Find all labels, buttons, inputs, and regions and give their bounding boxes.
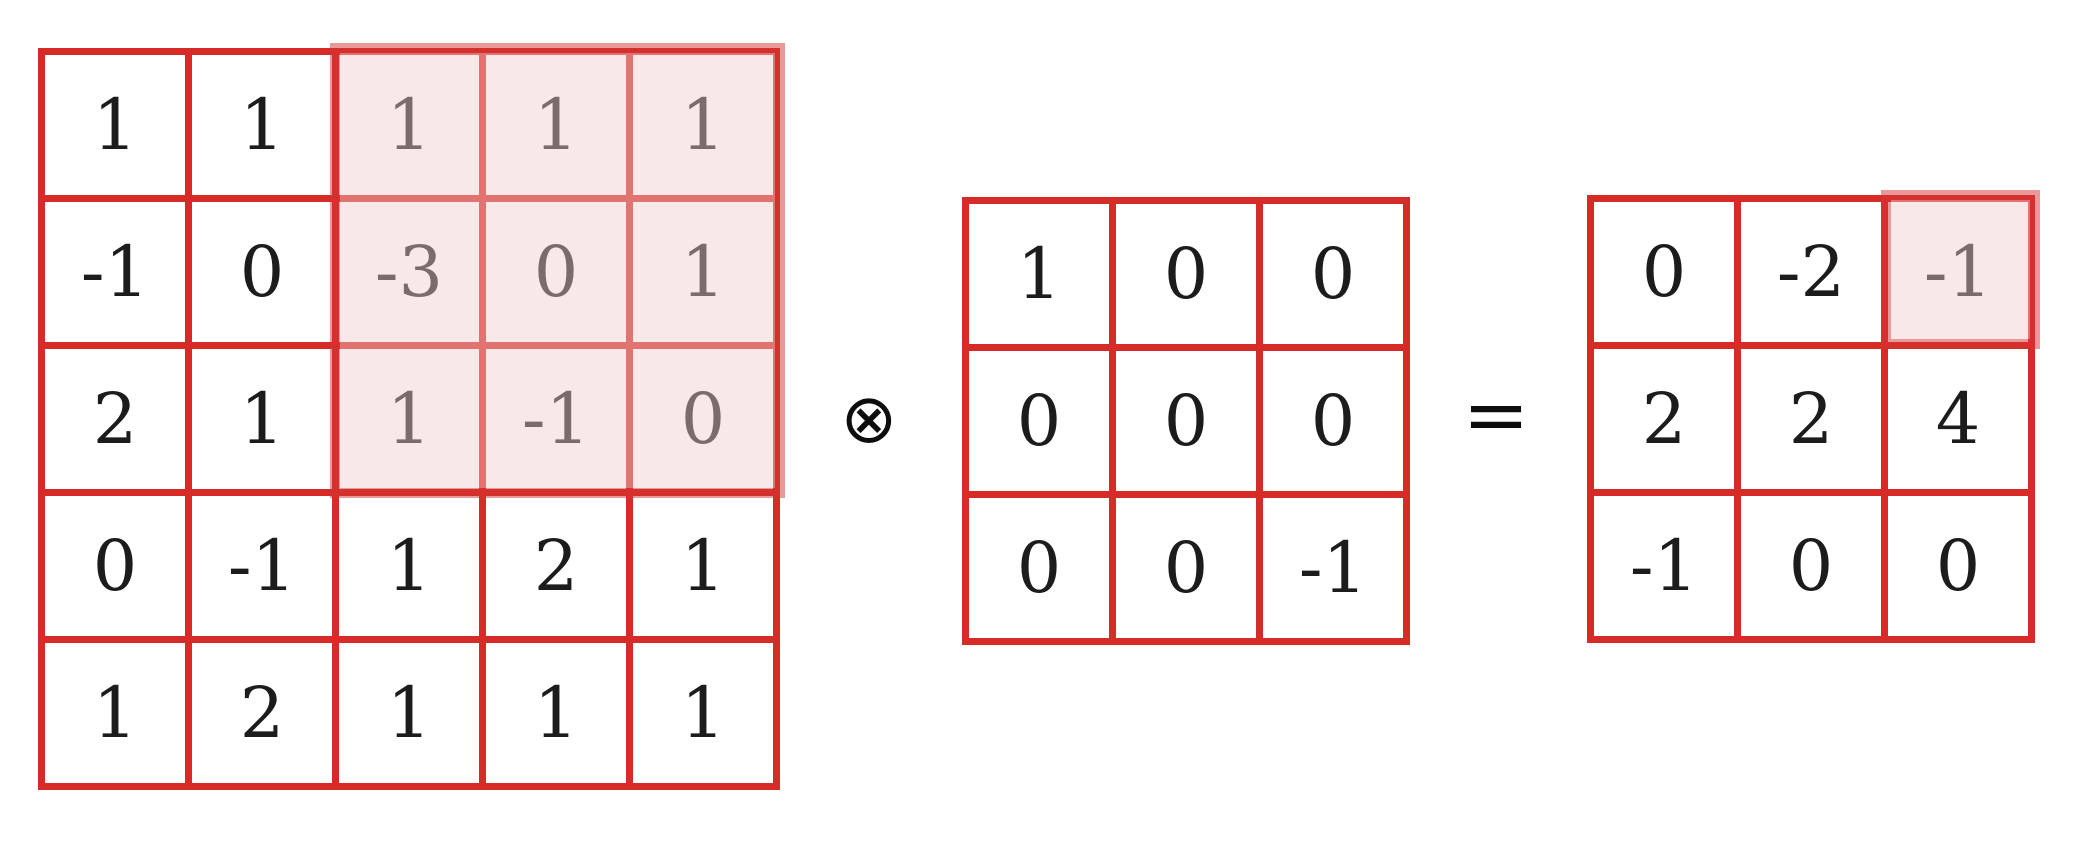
input-cell-r2c4: 0 <box>486 202 626 342</box>
kernel-cell-r3c2: 0 <box>1116 498 1256 638</box>
input-cell-r5c5: 1 <box>633 643 773 783</box>
input-cell-r1c1: 1 <box>45 55 185 195</box>
input-cell-r1c4: 1 <box>486 55 626 195</box>
input-cell-r3c5: 0 <box>633 349 773 489</box>
kernel-cell-r3c3: -1 <box>1263 498 1403 638</box>
input-cell-r1c3: 1 <box>339 55 479 195</box>
output-cell-r3c3: 0 <box>1888 496 2028 636</box>
convolution-operator-icon: ⊗ <box>840 380 898 459</box>
output-cell-r1c3: -1 <box>1888 202 2028 342</box>
equals-sign: = <box>1462 368 1530 461</box>
input-cell-r2c3: -3 <box>339 202 479 342</box>
kernel-cell-r2c1: 0 <box>969 351 1109 491</box>
kernel-cell-r2c2: 0 <box>1116 351 1256 491</box>
kernel-cell-r3c1: 0 <box>969 498 1109 638</box>
input-cell-r2c1: -1 <box>45 202 185 342</box>
input-cell-r5c4: 1 <box>486 643 626 783</box>
input-cell-r4c5: 1 <box>633 496 773 636</box>
input-cell-r3c2: 1 <box>192 349 332 489</box>
input-cell-r4c2: -1 <box>192 496 332 636</box>
input-cell-r3c1: 2 <box>45 349 185 489</box>
kernel-cell-r2c3: 0 <box>1263 351 1403 491</box>
input-cell-r2c2: 0 <box>192 202 332 342</box>
input-cell-r4c3: 1 <box>339 496 479 636</box>
output-cell-r2c3: 4 <box>1888 349 2028 489</box>
input-cell-r1c5: 1 <box>633 55 773 195</box>
input-cell-r3c4: -1 <box>486 349 626 489</box>
kernel-cell-r1c1: 1 <box>969 204 1109 344</box>
kernel-cell-r1c2: 0 <box>1116 204 1256 344</box>
input-cell-r4c1: 0 <box>45 496 185 636</box>
input-cell-r3c3: 1 <box>339 349 479 489</box>
input-cell-r1c2: 1 <box>192 55 332 195</box>
output-cell-r1c1: 0 <box>1594 202 1734 342</box>
output-cell-r1c2: -2 <box>1741 202 1881 342</box>
output-cell-r3c2: 0 <box>1741 496 1881 636</box>
input-cell-r5c3: 1 <box>339 643 479 783</box>
kernel-cell-r1c3: 0 <box>1263 204 1403 344</box>
output-cell-r2c2: 2 <box>1741 349 1881 489</box>
input-cell-r4c4: 2 <box>486 496 626 636</box>
input-cell-r5c2: 2 <box>192 643 332 783</box>
output-cell-r2c1: 2 <box>1594 349 1734 489</box>
input-cell-r5c1: 1 <box>45 643 185 783</box>
output-cell-r3c1: -1 <box>1594 496 1734 636</box>
input-cell-r2c5: 1 <box>633 202 773 342</box>
